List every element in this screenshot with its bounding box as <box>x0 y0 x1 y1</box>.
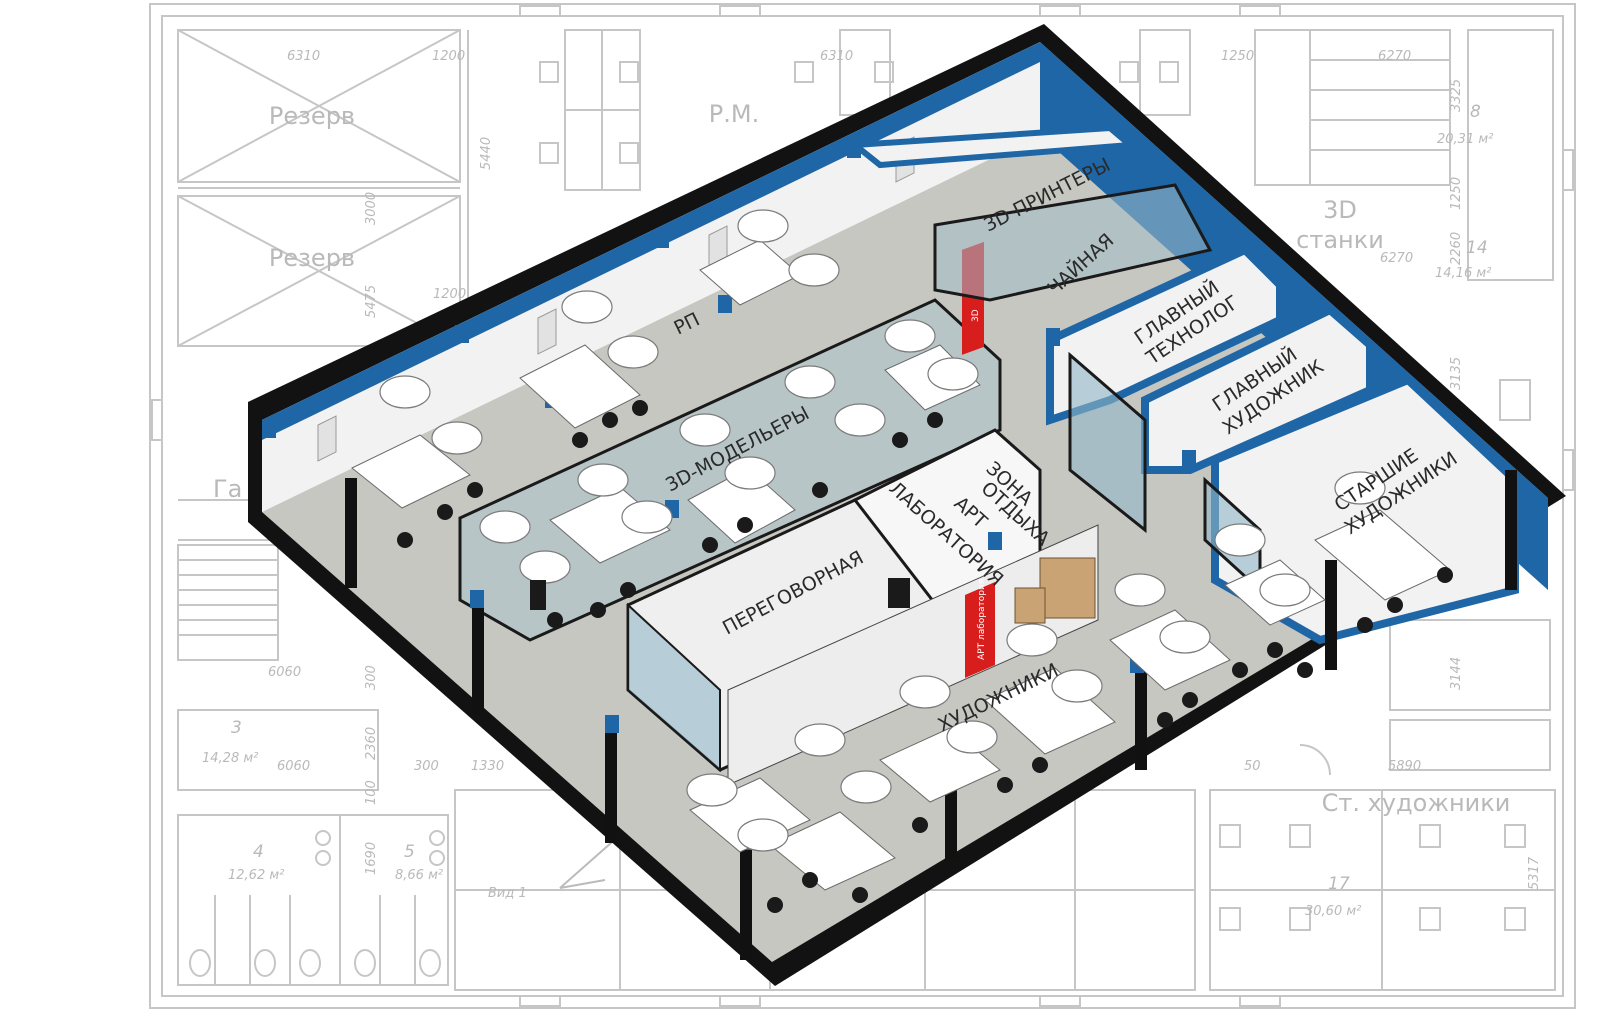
meeting-room-glass <box>627 602 721 773</box>
dimension: 1250 <box>1449 177 1464 210</box>
dimension: 1690 <box>364 842 379 875</box>
dimension: 300 <box>364 665 379 690</box>
dimension: 100 <box>364 780 379 805</box>
dimension: 3135 <box>1449 357 1464 390</box>
plan-labels: Резерв Резерв Р.М. 3D станки Ст. художни… <box>202 49 1542 919</box>
dimension: 1200 <box>433 287 466 302</box>
dimension: 5890 <box>1388 759 1421 774</box>
view-label: Вид 1 <box>488 886 527 901</box>
dimension: 300 <box>414 759 439 774</box>
art-lab-walls <box>852 428 1042 612</box>
dimension: 50 <box>1244 759 1261 774</box>
room-stanki-label: станки <box>1296 226 1384 254</box>
room-rezerv-label: Резерв <box>269 102 355 130</box>
dimension: 6270 <box>1380 251 1413 266</box>
room-rm-label: Р.М. <box>709 100 759 128</box>
room-number: 8 <box>1470 102 1481 122</box>
room-area: 30,60 м² <box>1305 904 1361 919</box>
pendant-lamps <box>379 209 1386 852</box>
room-area: 8,66 м² <box>395 868 443 883</box>
dimension: 2260 <box>1449 232 1464 265</box>
artists-partition-wall <box>727 524 1099 786</box>
dimension: 3325 <box>1449 79 1464 112</box>
dimension: 6270 <box>1378 49 1411 64</box>
dimension: 1330 <box>471 759 504 774</box>
room-chief-tech <box>1046 245 1284 426</box>
door-sign-art-lab: АРТ лаборатория <box>977 579 987 660</box>
dimension: 6310 <box>287 49 320 64</box>
dimension: 5317 <box>1527 856 1542 890</box>
dimension: 6060 <box>268 665 301 680</box>
room-rezerv-label: Резерв <box>269 244 355 272</box>
dimension: 3144 <box>1449 657 1464 690</box>
room-number: 14 <box>1466 238 1488 258</box>
isometric-office-model <box>248 24 1566 986</box>
partition-printers <box>847 124 1138 169</box>
dimension: 1200 <box>432 49 465 64</box>
room-number: 5 <box>404 842 415 862</box>
room-ga-label: Га <box>213 475 242 503</box>
room-3d-stanki-label: 3D <box>1323 196 1357 224</box>
dimension: 3000 <box>364 192 379 225</box>
red-sign-art-lab <box>965 582 995 678</box>
room-area: 12,62 м² <box>228 868 284 883</box>
dimension: 1250 <box>1221 49 1254 64</box>
dimension: 5475 <box>364 285 379 318</box>
room-number: 4 <box>253 842 264 862</box>
dimension: 6060 <box>277 759 310 774</box>
room-st-artists-label: Ст. художники <box>1322 789 1511 817</box>
printers-glass <box>933 183 1213 302</box>
bookshelf <box>1014 557 1096 624</box>
dimension: 6310 <box>820 49 853 64</box>
room-number: 3 <box>231 718 242 738</box>
room-area: 14,16 м² <box>1435 266 1491 281</box>
door-signs: 3D АРТ лаборатория <box>971 309 987 660</box>
room-number: 17 <box>1328 874 1350 894</box>
office-chairs <box>397 400 1453 913</box>
back-wall-left <box>262 42 1040 512</box>
dimension: 2360 <box>364 727 379 760</box>
door-sign-printers: 3D <box>971 309 981 322</box>
dimension: 5440 <box>479 137 494 170</box>
wall-tv-2 <box>530 580 546 610</box>
partition-glass-right <box>1068 351 1147 534</box>
room-area: 14,28 м² <box>202 751 258 766</box>
room-area: 20,31 м² <box>1437 132 1493 147</box>
wall-tv <box>888 578 910 608</box>
